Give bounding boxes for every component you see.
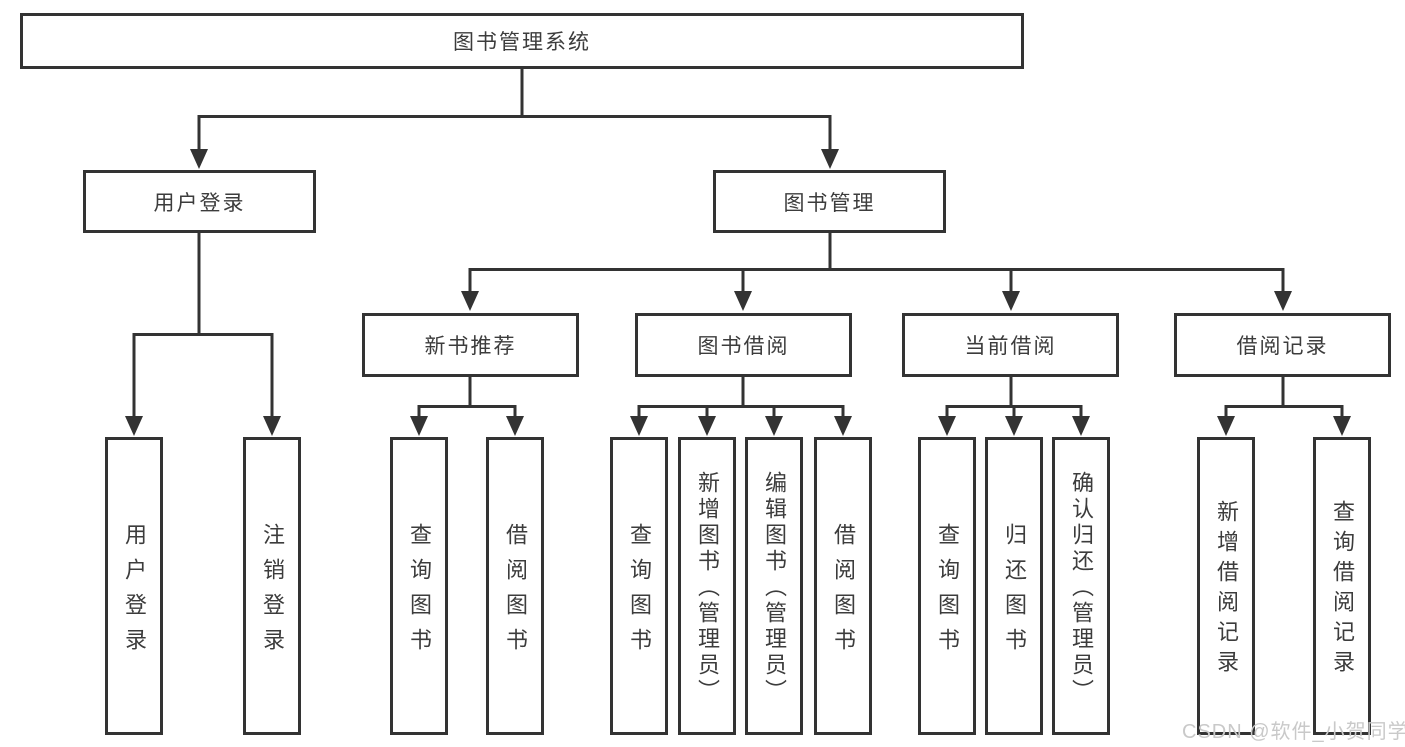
leaf-borrowing-add-book-admin-label: 新增图书（管理员） xyxy=(695,471,720,705)
leaf-current-query-book: 查询图书 xyxy=(918,437,976,735)
csdn-watermark: CSDN @软件_小贺同学 xyxy=(1182,721,1405,743)
leaf-newrec-query-book: 查询图书 xyxy=(390,437,448,735)
leaf-records-add-record: 新增借阅记录 xyxy=(1197,437,1255,735)
node-borrowing-records: 借阅记录 xyxy=(1174,313,1391,377)
leaf-current-confirm-return-admin: 确认归还（管理员） xyxy=(1052,437,1110,735)
leaf-current-confirm-return-admin-label: 确认归还（管理员） xyxy=(1069,471,1094,705)
leaf-borrowing-edit-book-admin: 编辑图书（管理员） xyxy=(745,437,803,735)
node-book-management: 图书管理 xyxy=(713,170,946,233)
leaf-borrowing-borrow-book-label: 借阅图书 xyxy=(831,522,856,663)
leaf-newrec-borrow-book-label: 借阅图书 xyxy=(503,522,528,663)
node-new-book-recommend: 新书推荐 xyxy=(362,313,579,377)
leaf-logout: 注销登录 xyxy=(243,437,301,735)
node-user-login: 用户登录 xyxy=(83,170,316,233)
leaf-borrowing-edit-book-admin-label: 编辑图书（管理员） xyxy=(762,471,787,705)
leaf-records-query-record: 查询借阅记录 xyxy=(1313,437,1371,735)
leaf-records-add-record-label: 新增借阅记录 xyxy=(1214,500,1239,680)
leaf-logout-label: 注销登录 xyxy=(260,522,285,663)
leaf-newrec-query-book-label: 查询图书 xyxy=(407,522,432,663)
leaf-borrowing-borrow-book: 借阅图书 xyxy=(814,437,872,735)
node-library-management-system: 图书管理系统 xyxy=(20,13,1024,69)
node-current-borrowing: 当前借阅 xyxy=(902,313,1119,377)
leaf-user-login: 用户登录 xyxy=(105,437,163,735)
node-book-borrowing: 图书借阅 xyxy=(635,313,852,377)
arrowheads xyxy=(125,149,1351,436)
leaf-borrowing-query-book: 查询图书 xyxy=(610,437,668,735)
leaf-newrec-borrow-book: 借阅图书 xyxy=(486,437,544,735)
leaf-current-return-book: 归还图书 xyxy=(985,437,1043,735)
leaf-user-login-label: 用户登录 xyxy=(122,522,147,663)
leaf-records-query-record-label: 查询借阅记录 xyxy=(1330,500,1355,680)
leaf-borrowing-add-book-admin: 新增图书（管理员） xyxy=(678,437,736,735)
leaf-borrowing-query-book-label: 查询图书 xyxy=(627,522,652,663)
leaf-current-query-book-label: 查询图书 xyxy=(935,522,960,663)
leaf-current-return-book-label: 归还图书 xyxy=(1002,522,1027,663)
